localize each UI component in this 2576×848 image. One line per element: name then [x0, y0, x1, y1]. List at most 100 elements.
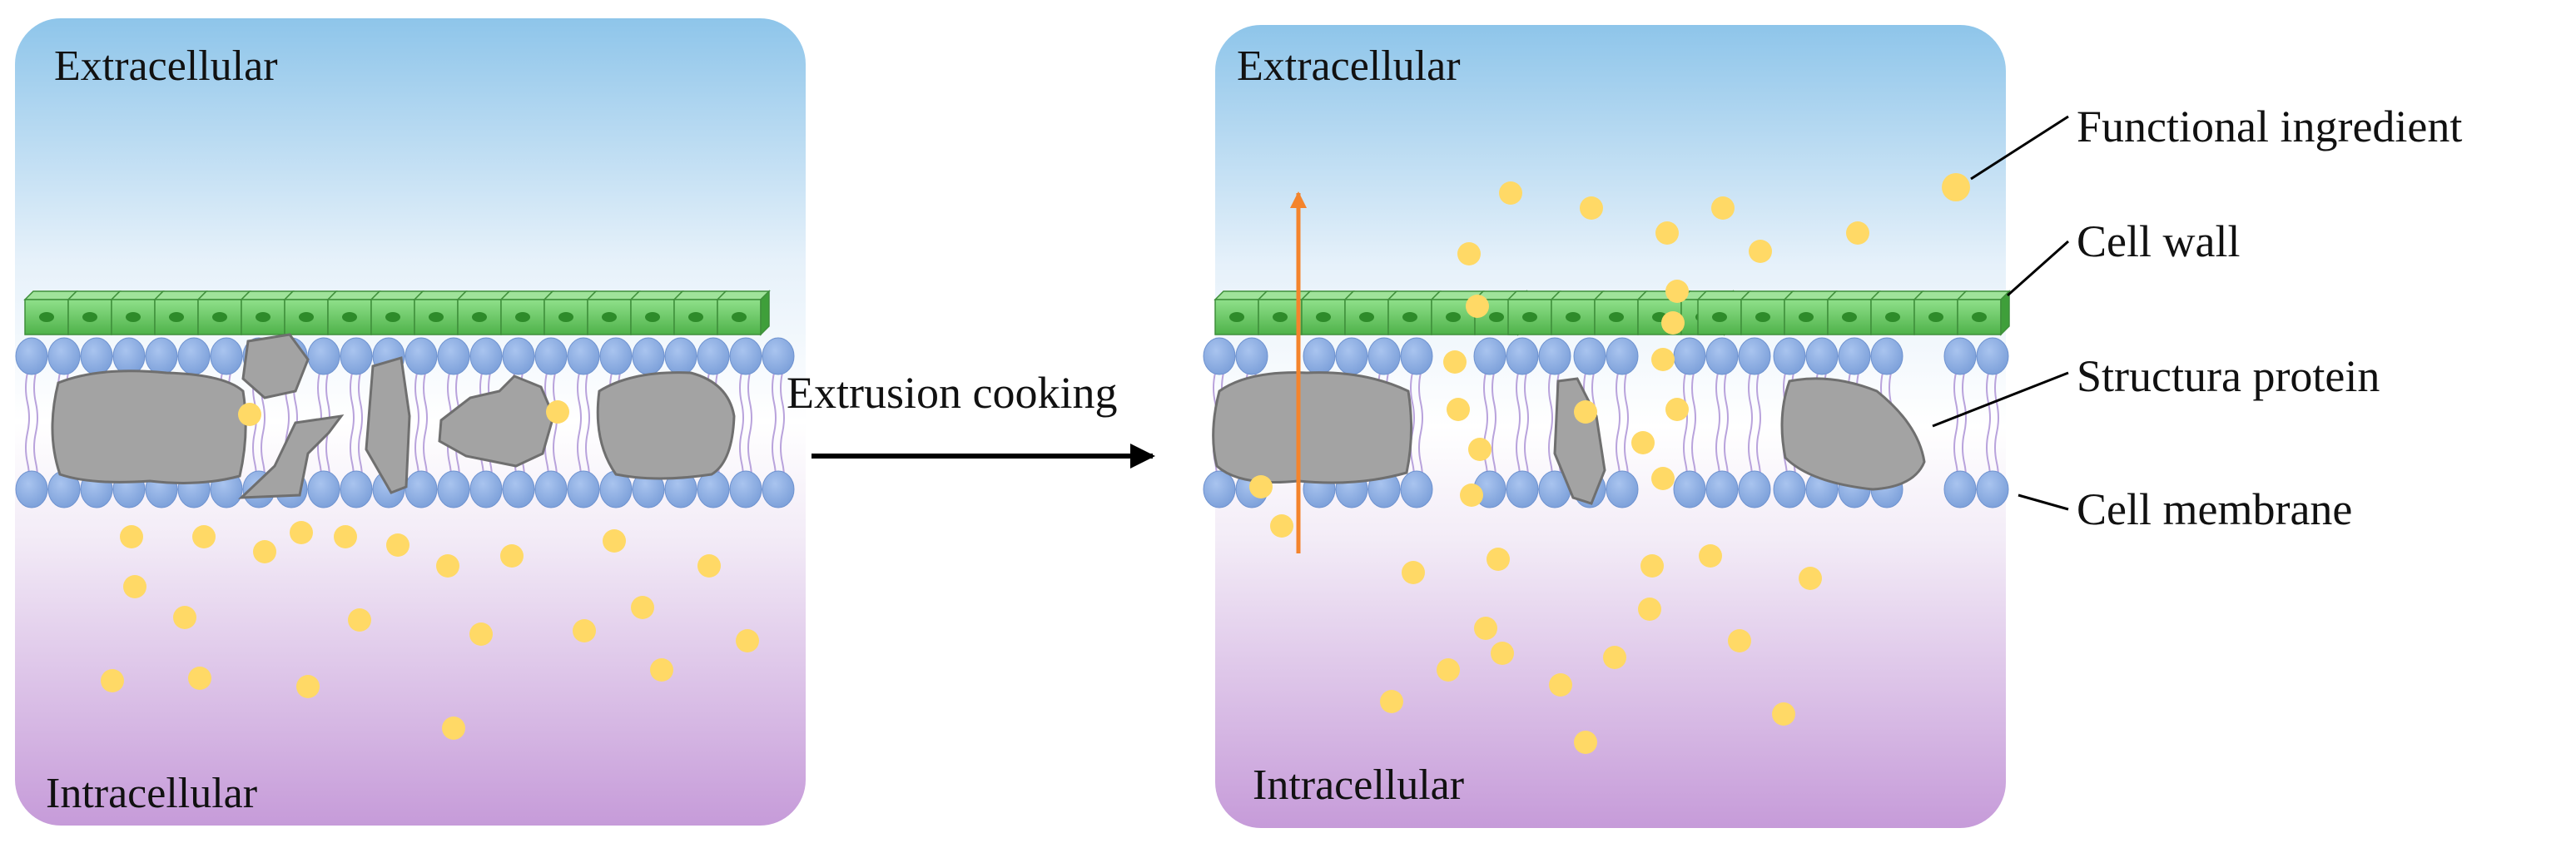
ingredient-dot-icon: [1580, 196, 1603, 220]
right-functional-ingredients: [1249, 181, 1869, 754]
ingredient-dot-icon: [386, 533, 409, 557]
lipid-tail: [1756, 372, 1761, 493]
lipid-head-icon: [437, 470, 470, 508]
lipid-head-icon: [534, 337, 568, 375]
ingredient-dot-icon: [1443, 350, 1467, 374]
ingredient-dot-icon: [1474, 617, 1497, 640]
ingredient-dot-icon: [573, 619, 596, 642]
legend-leader-line: [1932, 371, 2069, 428]
cell-wall-edge: [760, 290, 770, 336]
ingredient-dot-icon: [1468, 438, 1491, 461]
ingredient-dot-icon: [1665, 398, 1689, 421]
protein-shape-icon: [1212, 371, 1413, 484]
protein-shape-icon: [596, 371, 736, 480]
cell-wall-block-icon: [110, 290, 165, 335]
ingredient-dot-icon: [1772, 702, 1795, 726]
lipid-head-icon: [210, 337, 243, 375]
lipid-head-icon: [1738, 337, 1771, 375]
ingredient-dot-icon: [500, 544, 524, 568]
legend-cell-membrane: Cell membrane: [2077, 484, 2352, 534]
ingredient-dot-icon: [1447, 398, 1470, 421]
ingredient-dot-icon: [469, 622, 493, 646]
lipid-head-icon: [437, 337, 470, 375]
ingredient-dot-icon: [1661, 311, 1685, 335]
ingredient-dot-icon: [631, 596, 654, 619]
ingredient-dot-icon: [697, 554, 721, 578]
lipid-tail: [1624, 372, 1629, 493]
lipid-head-icon: [1943, 470, 1977, 508]
ingredient-dot-icon: [192, 525, 216, 548]
ingredient-dot-icon: [1437, 658, 1460, 682]
right-extracellular-label: Extracellular: [1237, 42, 1461, 90]
right-intracellular-label: Intracellular: [1253, 761, 1464, 809]
legend-leader-line: [2007, 240, 2069, 297]
lipid-tail: [1524, 372, 1529, 493]
lipid-head-icon: [80, 337, 113, 375]
lipid-head-icon: [307, 337, 340, 375]
cell-wall-block-icon: [586, 290, 641, 335]
ingredient-dot-icon: [1487, 548, 1510, 571]
cell-wall-block-icon: [1300, 290, 1355, 335]
cell-wall-block-icon: [23, 290, 78, 335]
ingredient-dot-icon: [1846, 221, 1869, 245]
ingredient-dot-icon: [1249, 475, 1273, 498]
ingredient-dot-icon: [1651, 348, 1675, 371]
ingredient-dot-icon: [1640, 554, 1664, 578]
lipid-tail: [747, 372, 752, 493]
ingredient-dot-icon: [1728, 629, 1751, 652]
cell-wall-block-icon: [1783, 290, 1838, 335]
lipid-tail: [553, 372, 558, 493]
lipid-head-icon: [177, 337, 211, 375]
ingredient-dot-icon: [1699, 544, 1722, 568]
cell-wall-block-icon: [326, 290, 381, 335]
lipid-head-icon: [112, 337, 146, 375]
lipid-head-icon: [1976, 470, 2009, 508]
left-panel: Extracellular Intracellular: [15, 18, 806, 826]
right-panel-background: [1215, 25, 2006, 828]
right-structural-proteins: [1212, 371, 1926, 505]
lipid-head-icon: [469, 337, 503, 375]
ingredient-dot-icon: [1655, 221, 1679, 245]
lipid-head-icon: [502, 470, 535, 508]
ingredient-dot-icon: [1466, 295, 1489, 318]
lipid-head-icon: [145, 337, 178, 375]
lipid-head-icon: [729, 470, 762, 508]
protein-shape-icon: [365, 356, 411, 494]
right-lipid-heads: [1203, 337, 2009, 508]
lipid-head-icon: [15, 337, 48, 375]
ingredient-dot-icon: [1380, 690, 1403, 713]
lipid-tail: [423, 372, 428, 493]
ingredient-dot-icon: [290, 521, 313, 544]
lipid-tail: [1491, 372, 1496, 493]
ingredient-dot-icon: [238, 403, 261, 426]
left-functional-ingredients: [101, 400, 759, 740]
ingredient-dot-icon: [650, 658, 673, 682]
cell-wall-block-icon: [1550, 290, 1605, 335]
ingredient-dot-icon: [1574, 400, 1597, 424]
protein-shape-icon: [51, 369, 247, 484]
lipid-head-icon: [47, 337, 81, 375]
ingredient-dot-icon: [334, 525, 357, 548]
ingredient-dot-icon: [101, 669, 124, 692]
cell-wall-block-icon: [1826, 290, 1881, 335]
lipid-head-icon: [1738, 470, 1771, 508]
protein-shape-icon: [1780, 377, 1926, 491]
cell-wall-block-icon: [673, 290, 727, 335]
ingredient-dot-icon: [348, 608, 371, 632]
ingredient-dot-icon: [120, 525, 143, 548]
cell-wall-block-icon: [1869, 290, 1924, 335]
lipid-head-icon: [729, 337, 762, 375]
ingredient-dot-icon: [253, 540, 276, 563]
lipid-head-icon: [1705, 470, 1739, 508]
lipid-head-icon: [762, 337, 795, 375]
lipid-head-icon: [1606, 337, 1639, 375]
lipid-head-icon: [1303, 337, 1336, 375]
ingredient-dot-icon: [173, 606, 196, 629]
lipid-head-icon: [405, 337, 438, 375]
process-step: Extrusion cooking: [787, 368, 1155, 469]
legend: Functional ingredient Cell wall Structur…: [1932, 102, 2462, 534]
cell-wall-edge: [2000, 290, 2010, 336]
cell-wall-block-icon: [196, 290, 251, 335]
cell-wall-block-icon: [716, 290, 771, 335]
